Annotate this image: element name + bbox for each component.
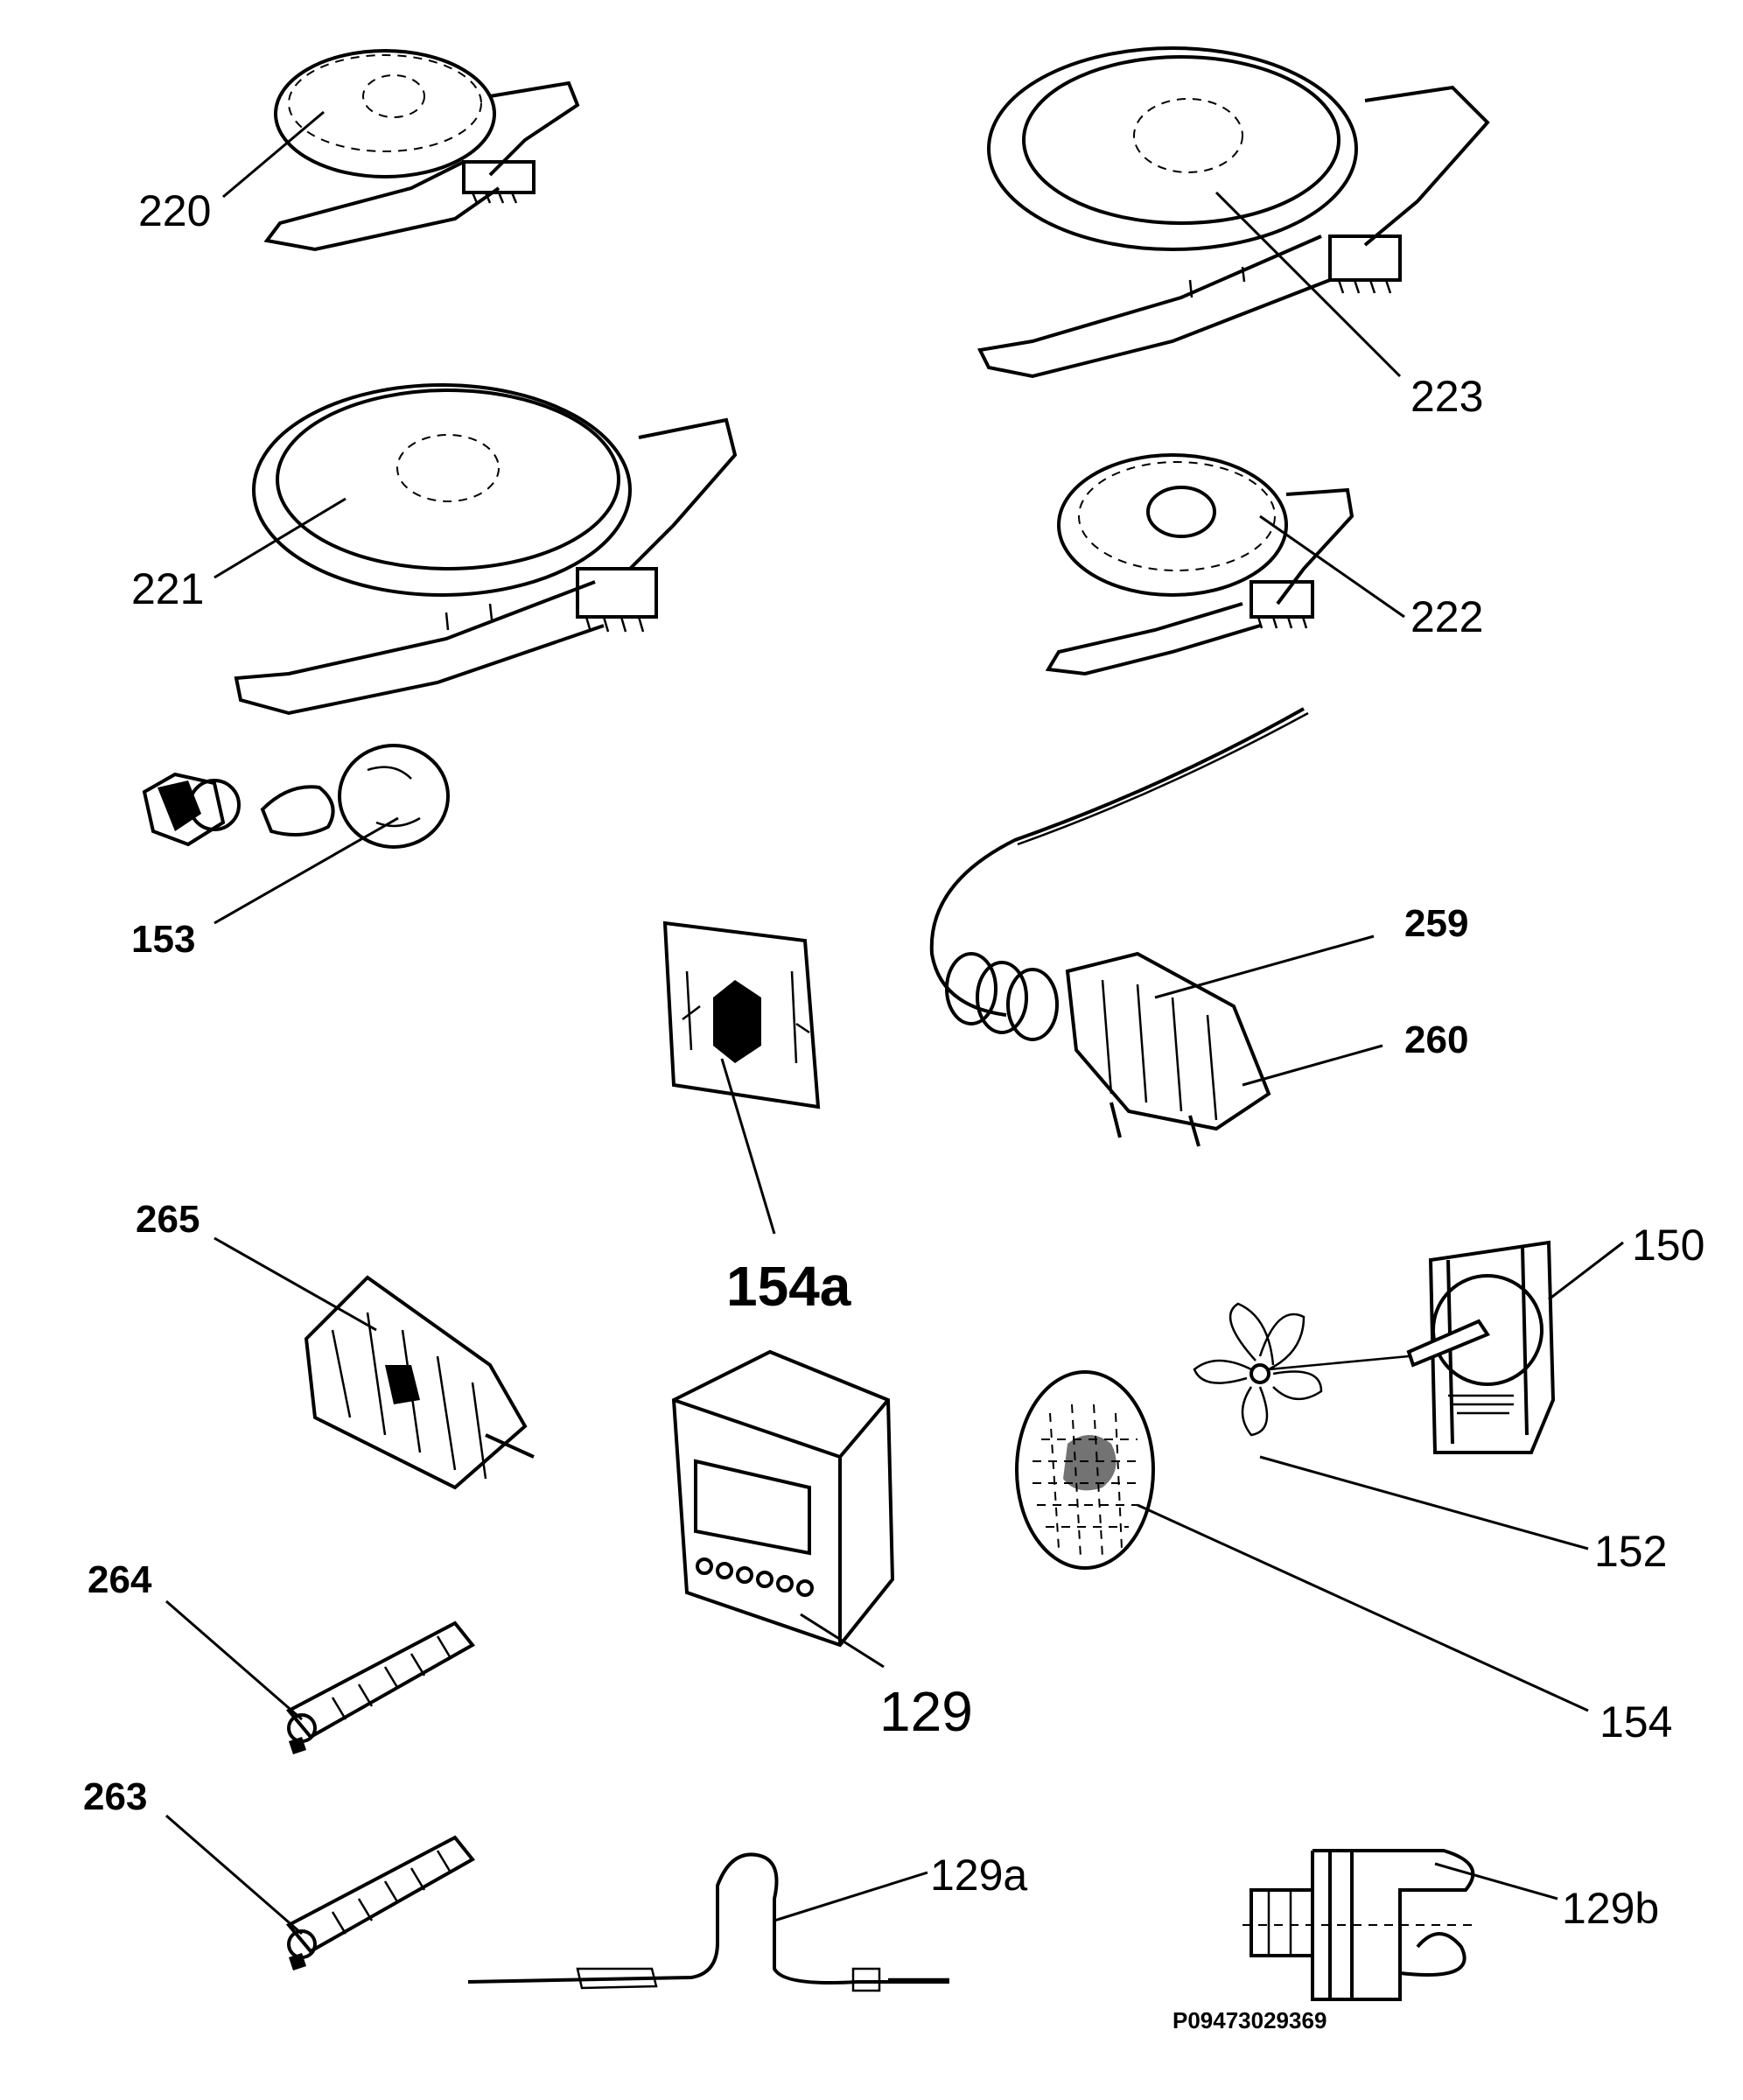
leader-129b xyxy=(1434,1862,1558,1900)
leader-220 xyxy=(222,110,325,199)
label-154: 154 xyxy=(1600,1698,1672,1746)
label-129a: 129a xyxy=(930,1851,1027,1900)
label-154a: 154a xyxy=(726,1255,851,1318)
label-259: 259 xyxy=(1404,902,1468,945)
leader-129 xyxy=(800,1613,885,1669)
part-154a-indicator-panel xyxy=(662,920,821,1110)
leader-265 xyxy=(214,1236,377,1332)
part-129-timer-module xyxy=(671,1349,895,1648)
part-221-hotplate xyxy=(234,383,738,716)
part-153-oven-lamp xyxy=(142,744,450,849)
label-220: 220 xyxy=(138,186,211,235)
leader-150 xyxy=(1548,1241,1624,1301)
leader-223 xyxy=(1214,191,1402,378)
leader-264 xyxy=(165,1600,303,1721)
part-129a-temperature-sensor xyxy=(467,1852,949,1992)
part-152-fan-blade xyxy=(1193,1302,1410,1437)
leader-154a xyxy=(720,1058,776,1235)
leader-129a xyxy=(774,1871,928,1922)
leader-263 xyxy=(165,1814,303,1936)
label-153: 153 xyxy=(131,918,195,961)
part-150-fan-motor xyxy=(1406,1240,1556,1454)
leader-154 xyxy=(1137,1503,1589,1712)
leader-222 xyxy=(1259,514,1405,619)
part-264-switch xyxy=(285,1620,476,1754)
label-260: 260 xyxy=(1404,1018,1468,1061)
part-220-hotplate xyxy=(263,49,580,252)
label-129: 129 xyxy=(879,1680,973,1743)
leader-152 xyxy=(1259,1455,1589,1550)
label-150: 150 xyxy=(1632,1221,1704,1270)
leader-153 xyxy=(214,816,399,925)
part-263-switch xyxy=(285,1835,476,1970)
part-265-selector-switch xyxy=(304,1275,535,1490)
label-222: 222 xyxy=(1410,592,1483,641)
label-221: 221 xyxy=(131,564,204,613)
part-222-hotplate xyxy=(1045,453,1354,676)
leader-259 xyxy=(1154,934,1375,999)
part-223-hotplate xyxy=(977,46,1490,379)
label-129b: 129b xyxy=(1562,1884,1659,1933)
label-152: 152 xyxy=(1594,1527,1667,1576)
part-154-fan-filter xyxy=(1015,1370,1155,1570)
leader-221 xyxy=(214,497,346,579)
part-259-260-thermostat xyxy=(929,707,1309,1147)
part-129b-connector xyxy=(1242,1849,1479,2001)
drawing-code: P09473029369 xyxy=(1172,2007,1326,2034)
label-263: 263 xyxy=(83,1775,147,1818)
label-223: 223 xyxy=(1410,372,1483,421)
label-264: 264 xyxy=(88,1558,152,1601)
label-265: 265 xyxy=(136,1198,200,1241)
leader-260 xyxy=(1242,1044,1383,1087)
